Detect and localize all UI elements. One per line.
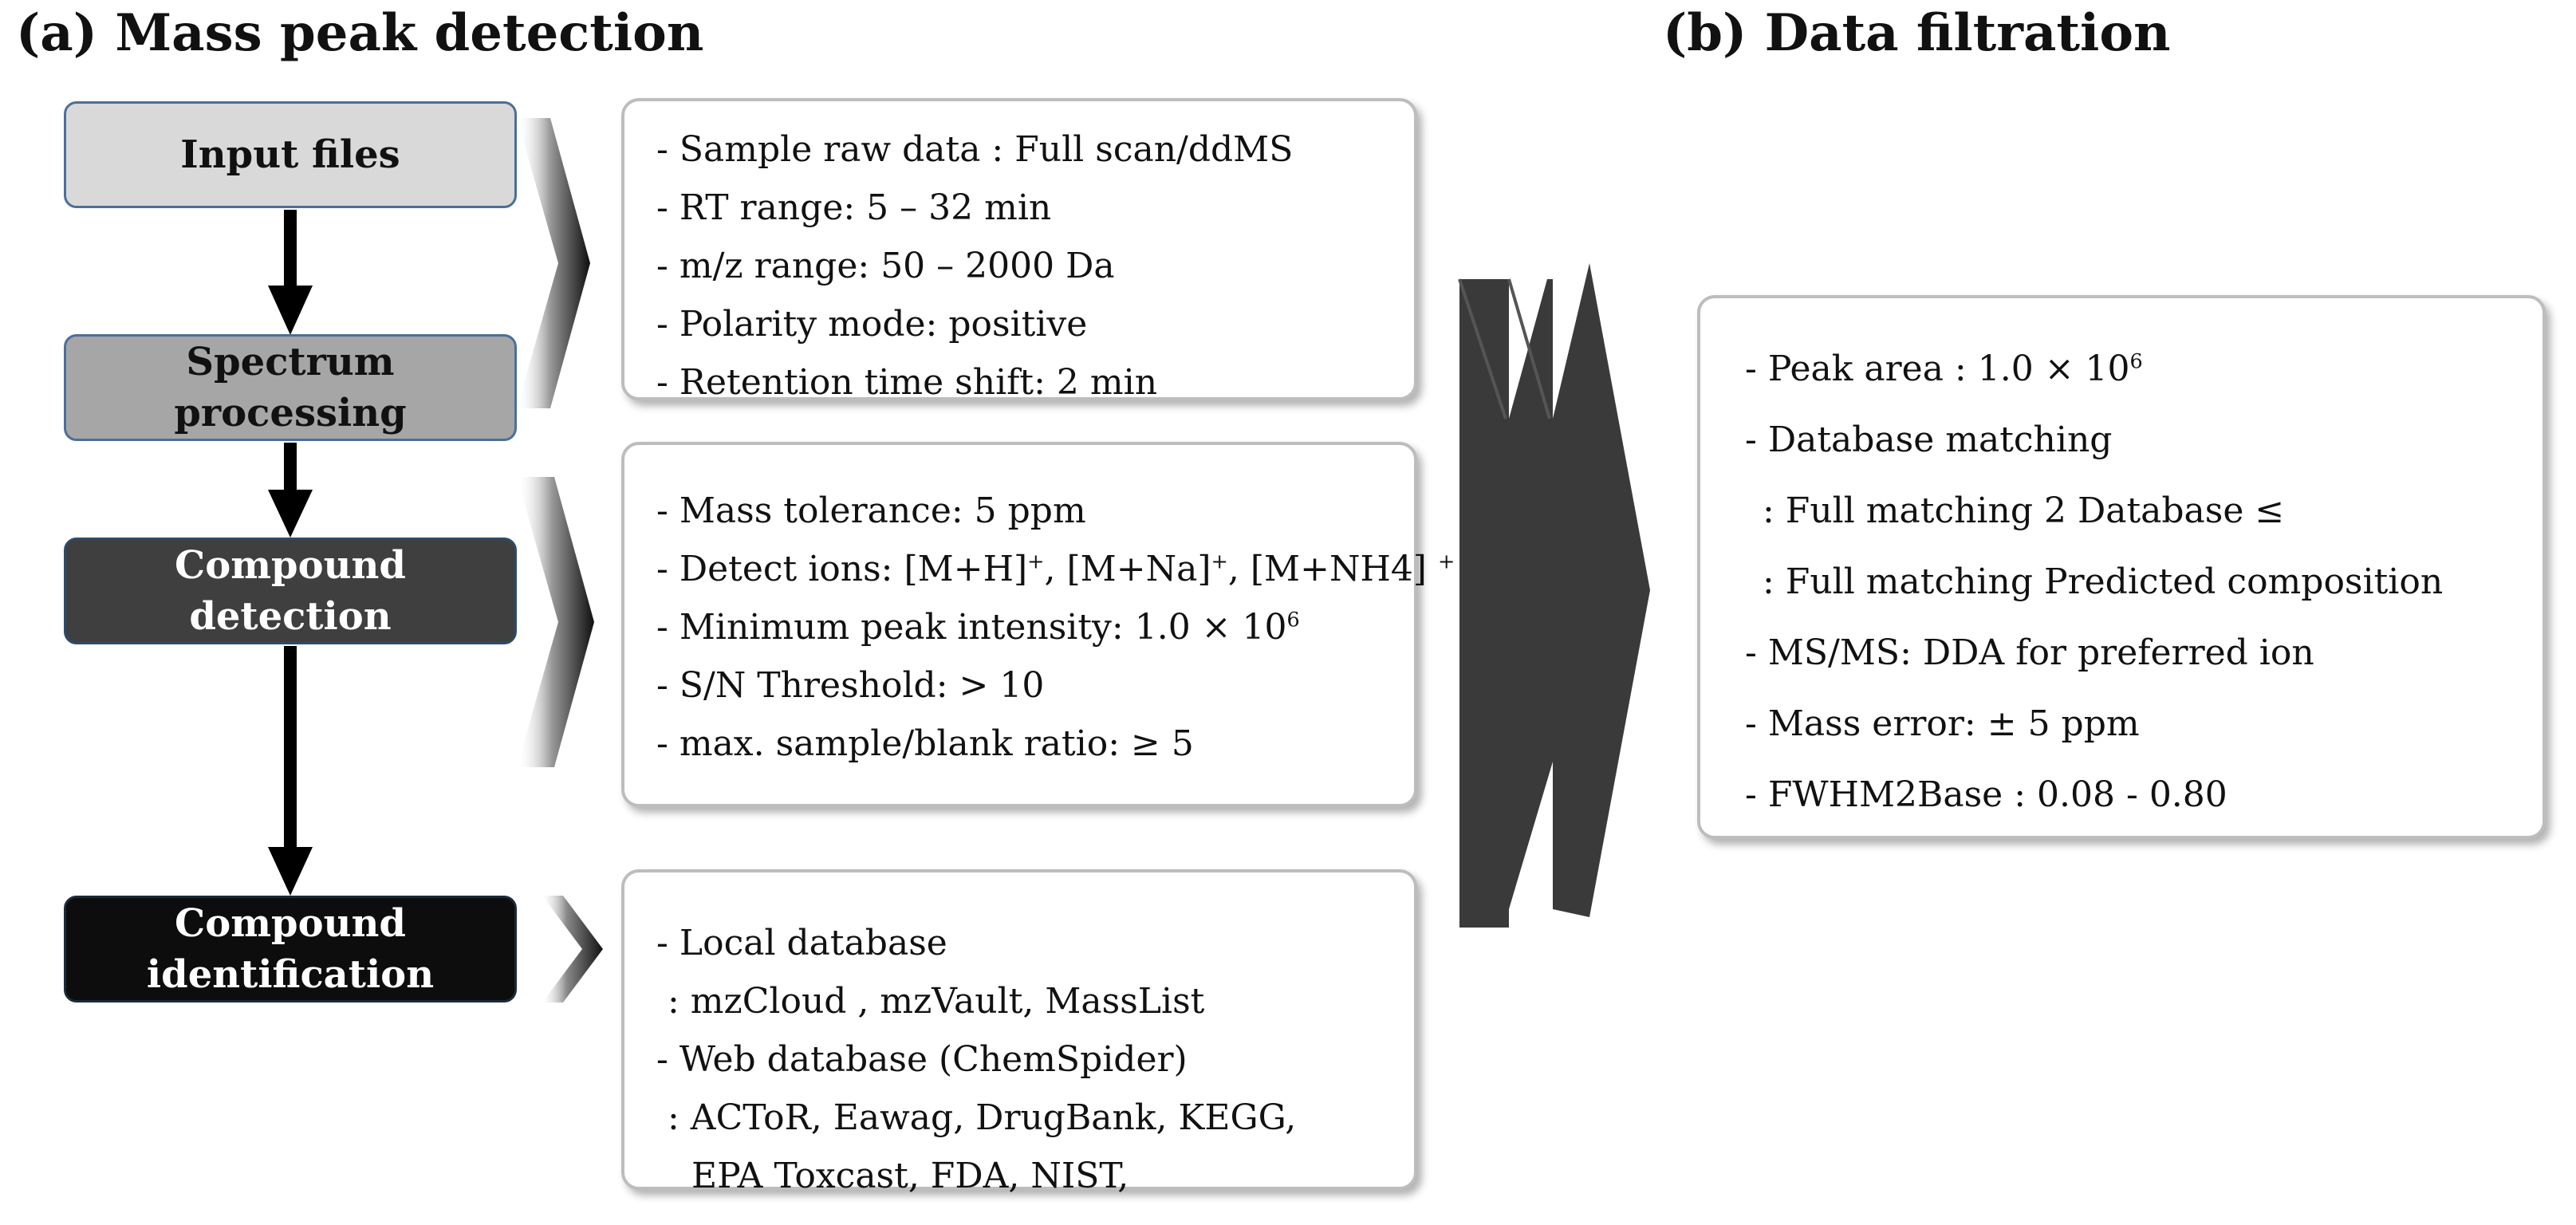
step-input-files-label: Input files — [180, 132, 400, 177]
ion-mna: [M+Na] — [1066, 549, 1211, 589]
min-intensity-exponent: 6 — [1286, 608, 1300, 632]
param-detect-ions: - Detect ions: [M+H]+, [M+Na]+, [M+NH4] … — [656, 540, 1455, 598]
param-local-database-list: : mzCloud , mzVault, MassList — [668, 981, 1205, 1022]
peak-area-exponent: 6 — [2129, 349, 2143, 374]
input-parameters-panel: - Sample raw data : Full scan/ddMS - RT … — [621, 98, 1417, 403]
side-arrow-detect-icon — [517, 477, 594, 767]
step-ident-label-2: identification — [146, 952, 435, 997]
param-sn-threshold: - S/N Threshold: > 10 — [656, 665, 1045, 706]
param-mass-tolerance: - Mass tolerance: 5 ppm — [656, 490, 1086, 531]
min-intensity-text: - Minimum peak intensity: 1.0 × 10 — [656, 607, 1287, 648]
filter-database-matching: - Database matching — [1745, 419, 2113, 460]
step-compound-detection: Compound detection — [64, 538, 517, 644]
section-b-title: (b) Data filtration — [1663, 3, 2171, 63]
side-arrow-input-icon — [517, 118, 590, 408]
filter-peak-area: - Peak area : 1.0 × 106 — [1745, 333, 2543, 404]
detect-ions-prefix: - Detect ions: — [656, 549, 904, 589]
filter-msms: - MS/MS: DDA for preferred ion — [1745, 632, 2314, 673]
section-a-title: (a) Mass peak detection — [16, 3, 704, 63]
ion-mnh4: [M+NH4] — [1250, 549, 1438, 589]
filter-match-predicted: : Full matching Predicted composition — [1763, 561, 2444, 602]
side-arrow-ident-icon — [542, 896, 603, 1002]
ion-mnh4-charge: + — [1437, 549, 1455, 574]
step-spectrum-processing: Spectrum processing — [64, 334, 517, 441]
step-ident-label-1: Compound — [175, 901, 406, 946]
step-detect-label-1: Compound — [175, 543, 406, 588]
param-local-database: - Local database — [656, 923, 947, 963]
detection-parameters-panel: - Mass tolerance: 5 ppm - Detect ions: [… — [621, 442, 1455, 807]
peak-area-text: - Peak area : 1.0 × 10 — [1745, 349, 2130, 389]
ion-sep-1: , — [1044, 549, 1067, 589]
identification-panel: - Local database : mzCloud , mzVault, Ma… — [621, 869, 1417, 1196]
param-polarity-mode: - Polarity mode: positive — [656, 304, 1088, 345]
flow-arrow-1 — [268, 210, 313, 335]
ion-mh: [M+H] — [904, 549, 1028, 589]
step-detect-label-2: detection — [189, 594, 392, 639]
big-chevron-arrow-icon — [1459, 263, 1650, 928]
chevron-edge-2 — [1507, 278, 1551, 419]
ion-mna-charge: + — [1211, 549, 1228, 574]
filtration-panel: - Peak area : 1.0 × 106 - Database match… — [1697, 295, 2546, 839]
param-web-database: - Web database (ChemSpider) — [656, 1039, 1188, 1080]
filter-mass-error: - Mass error: ± 5 ppm — [1745, 703, 2140, 744]
step-spectrum-label-2: processing — [174, 391, 407, 435]
ion-sep-2: , — [1227, 549, 1251, 589]
param-sample-blank-ratio: - max. sample/blank ratio: ≥ 5 — [656, 723, 1194, 764]
param-web-database-list-1: : ACToR, Eawag, DrugBank, KEGG, — [668, 1097, 1297, 1138]
ion-mh-charge: + — [1027, 549, 1045, 574]
flow-arrow-2 — [268, 443, 313, 538]
param-min-peak-intensity: - Minimum peak intensity: 1.0 × 106 — [656, 598, 1414, 656]
chevron-edge-1 — [1458, 278, 1507, 419]
param-retention-shift: - Retention time shift: 2 min — [656, 362, 1158, 403]
step-input-files: Input files — [64, 101, 517, 208]
param-mz-range: - m/z range: 50 – 2000 Da — [656, 246, 1115, 286]
filter-fwhm2base: - FWHM2Base : 0.08 - 0.80 — [1745, 774, 2227, 815]
step-spectrum-label-1: Spectrum — [186, 340, 395, 384]
param-rt-range: - RT range: 5 – 32 min — [656, 187, 1052, 228]
step-compound-identification: Compound identification — [64, 896, 517, 1002]
filter-match-2-database: : Full matching 2 Database ≤ — [1763, 490, 2285, 531]
param-sample-raw-data: - Sample raw data : Full scan/ddMS — [656, 129, 1294, 170]
param-web-database-list-2: EPA Toxcast, FDA, NIST, — [691, 1156, 1129, 1196]
flow-arrow-3 — [268, 646, 313, 896]
